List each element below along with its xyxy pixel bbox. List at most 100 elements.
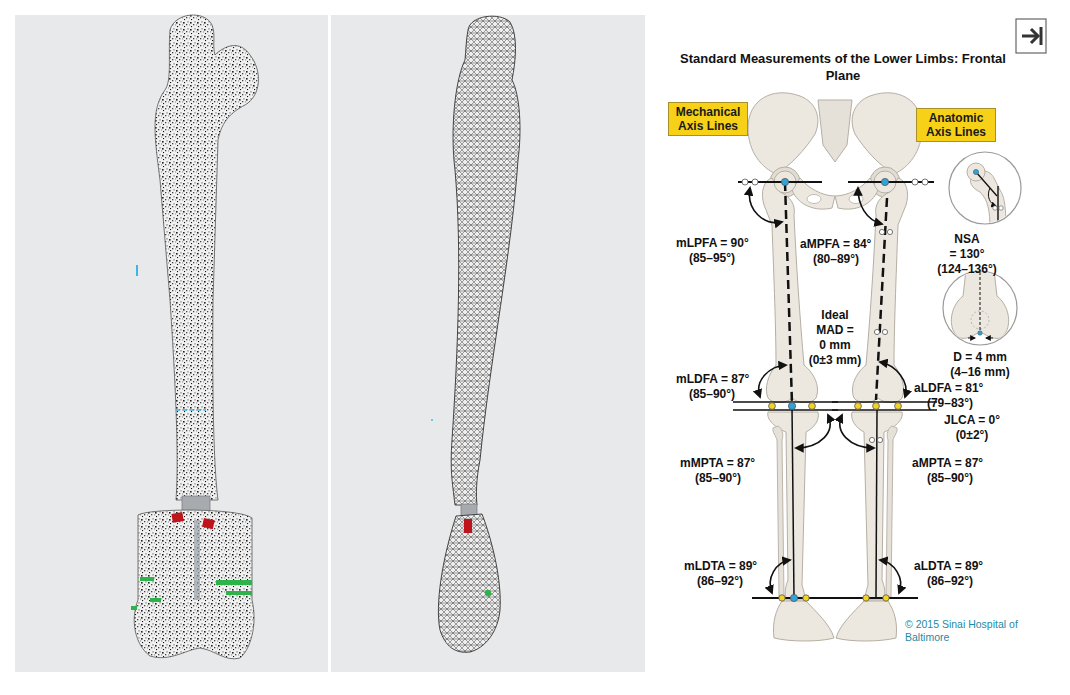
- measurement-label: aMPTA = 87°: [912, 456, 983, 471]
- femur-wireframe: [431, 16, 520, 652]
- measurement-label: JLCA = 0°: [944, 413, 1000, 428]
- illustration-part: [770, 560, 790, 593]
- measurement-label: mLPFA = 90°: [676, 236, 749, 251]
- angle-arrows: [749, 188, 906, 593]
- illustration-part: [136, 265, 138, 276]
- measurement-label: aLDTA = 89°: [914, 559, 983, 574]
- illustration-part: [880, 362, 906, 397]
- measurement-label: D = 4 mm: [953, 350, 1007, 365]
- illustration-part: [150, 598, 161, 602]
- illustration-part: [788, 402, 795, 409]
- measurement-label: (0±2°): [956, 428, 989, 443]
- measurement-label: (80–89°): [813, 252, 859, 267]
- illustration-part: [140, 577, 154, 581]
- illustration-part: [832, 402, 937, 410]
- illustration-part: [855, 403, 862, 410]
- illustration-part: [951, 270, 1008, 338]
- illustration-part: [738, 181, 822, 183]
- illustration-part: [781, 178, 788, 185]
- illustration-part: [879, 229, 884, 234]
- illustration-part: [869, 437, 874, 442]
- measurement-label: (0±3 mm): [809, 353, 862, 368]
- measurement-label: NSA: [954, 232, 979, 247]
- illustration-part: [194, 520, 200, 600]
- illustration-part: [881, 178, 888, 185]
- illustration-part: [874, 329, 879, 334]
- illustration-part: [848, 181, 934, 183]
- illustration-part: [464, 519, 472, 533]
- box-text: Anatomic Axis Lines: [920, 111, 992, 139]
- illustration-part: [943, 271, 1017, 345]
- measurement-label: (85–90°): [689, 387, 735, 402]
- illustration-part: [873, 403, 880, 410]
- illustration-part: [976, 172, 997, 196]
- axis-lines: [733, 182, 937, 598]
- illustration-part: [876, 410, 877, 598]
- illustration-part: [993, 206, 997, 210]
- measurement-label: mLDFA = 87°: [676, 372, 749, 387]
- illustration-part: [752, 179, 758, 185]
- illustration-part: [216, 580, 252, 585]
- illustration-part: [876, 198, 887, 400]
- measurement-label: mMPTA = 87°: [680, 456, 755, 471]
- illustration-part: [832, 597, 918, 599]
- illustration-part: [742, 179, 748, 185]
- illustration-part: [796, 415, 830, 448]
- sacrum: [818, 100, 852, 162]
- illustration-part: [883, 595, 889, 601]
- middle-panel: [331, 15, 645, 672]
- illustration-part: [863, 595, 869, 601]
- illustration-part: [840, 415, 874, 448]
- femur-model: [131, 15, 258, 659]
- illustration-part: [986, 338, 993, 339]
- illustration-part: [912, 179, 918, 185]
- measurement-label: 0 mm: [819, 338, 850, 353]
- illustration-part: [887, 229, 892, 234]
- illustration-part: [809, 403, 816, 410]
- illustration-part: [134, 510, 254, 659]
- illustration-part: [759, 365, 786, 397]
- illustration-part: [785, 182, 792, 404]
- axis-legend-box: Mechanical Axis Lines: [668, 102, 748, 136]
- illustration-part: [226, 591, 252, 595]
- distal-femur-inset: [943, 270, 1017, 345]
- illustration-part: [880, 560, 901, 593]
- illustration-part: [978, 331, 982, 335]
- box-text: Mechanical Axis Lines: [672, 105, 744, 133]
- measurement-label: Ideal: [821, 308, 848, 323]
- diagram-title: Standard Measurements of the Lower Limbs…: [680, 50, 1006, 84]
- illustration-part: [1022, 35, 1036, 38]
- measurement-label: mLDTA = 89°: [684, 559, 757, 574]
- illustration-part: [155, 15, 258, 500]
- illustration-part: [202, 518, 215, 529]
- illustration-part: [733, 402, 838, 410]
- illustration-part: [792, 406, 794, 598]
- illustration-part: [1016, 19, 1046, 53]
- measurement-label: (86–92°): [697, 574, 743, 589]
- measurement-label: aMPFA = 84°: [800, 237, 871, 252]
- illustration-part: [858, 188, 882, 224]
- illustration-part: [882, 329, 887, 334]
- next-icon: [1016, 19, 1046, 53]
- illustration-part: [922, 179, 928, 185]
- illustration-part: [769, 403, 776, 410]
- illustration-part: [748, 93, 818, 174]
- illustration-part: [779, 595, 785, 601]
- illustration-part: [895, 403, 902, 410]
- illustration-part: [773, 601, 834, 641]
- illustration-part: [451, 16, 520, 505]
- copyright-note: © 2015 Sinai Hospital of Baltimore: [905, 618, 1023, 644]
- illustration-part: [951, 270, 1008, 338]
- illustration-part: [438, 514, 500, 652]
- measurement-label: (4–16 mm): [950, 365, 1009, 380]
- left-panel: [15, 15, 328, 672]
- illustration-part: [968, 338, 975, 339]
- axis-legend-box: Anatomic Axis Lines: [916, 108, 996, 142]
- illustration-part: [980, 272, 981, 333]
- measurement-label: (79–83°): [927, 396, 973, 411]
- illustration-part: [749, 188, 782, 223]
- illustration-part: [485, 590, 491, 596]
